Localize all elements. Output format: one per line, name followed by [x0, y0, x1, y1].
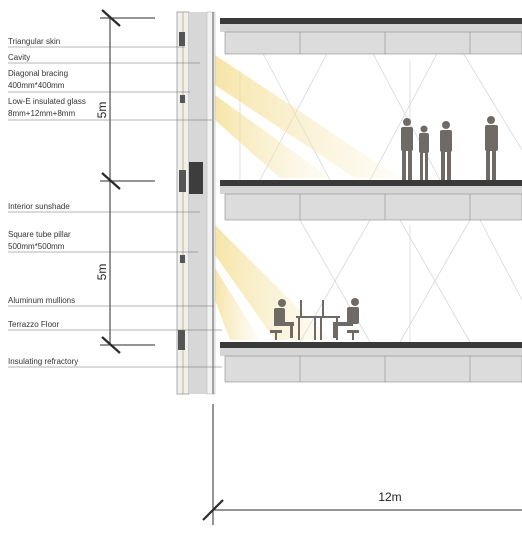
lower-height-dimension: 5m: [95, 264, 109, 281]
floor-slab-bottom: [220, 342, 522, 383]
label-aluminum-mullions: Aluminum mullions: [8, 296, 75, 305]
width-dimension: 12m: [378, 490, 401, 504]
upper-height-dimension: 5m: [95, 102, 109, 119]
vertical-dimension: [100, 9, 155, 354]
label-square-tube-pillar-size: 500mm*500mm: [8, 242, 65, 251]
label-diagonal-bracing: Diagonal bracing: [8, 69, 68, 78]
facade-skin: [176, 11, 216, 395]
label-diagonal-bracing-size: 400mm*400mm: [8, 81, 65, 90]
label-low-e-glass-size: 8mm+12mm+8mm: [8, 109, 75, 118]
label-square-tube-pillar: Square tube pillar: [8, 230, 71, 239]
label-low-e-glass: Low-E insulated glass: [8, 97, 86, 106]
floor-slab-top: [220, 18, 522, 55]
label-cavity: Cavity: [8, 53, 30, 62]
component-labels: Triangular skin Cavity Diagonal bracing …: [8, 37, 86, 366]
label-triangular-skin: Triangular skin: [8, 37, 60, 46]
horizontal-dimension: [202, 404, 522, 525]
label-terrazzo-floor: Terrazzo Floor: [8, 320, 59, 329]
label-insulating-refractory: Insulating refractory: [8, 357, 78, 366]
label-interior-sunshade: Interior sunshade: [8, 202, 70, 211]
label-leaders: [8, 46, 222, 368]
seated-people: [270, 298, 359, 340]
standing-people: [401, 116, 498, 180]
floor-slab-middle: [220, 180, 522, 221]
